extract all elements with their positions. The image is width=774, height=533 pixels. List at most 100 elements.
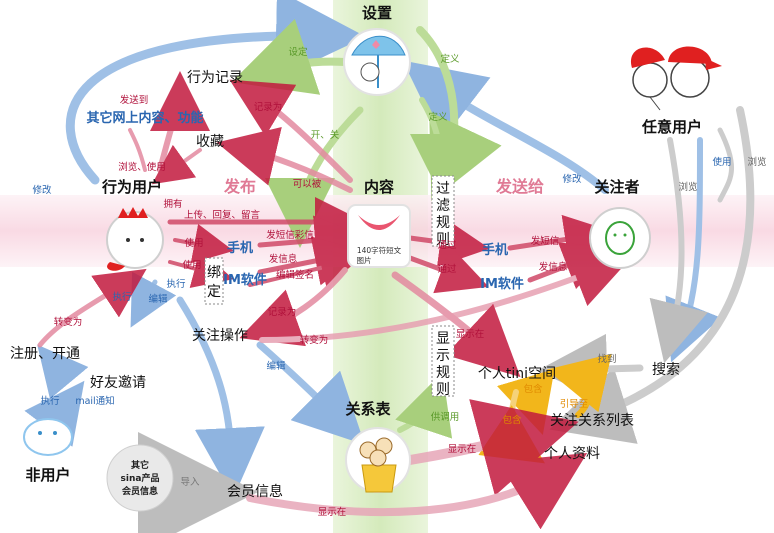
edge-on-off: 开、关	[311, 129, 340, 141]
profile-label: 个人资料	[544, 446, 600, 462]
svg-text:则: 则	[436, 382, 450, 398]
content-bubble	[347, 204, 411, 268]
edge-own: 拥有	[163, 198, 182, 210]
follower-label: 关注者	[594, 178, 639, 196]
publish-label: 发布	[223, 177, 256, 196]
follower-character-icon	[589, 207, 651, 269]
content-bubble-text: 140字符短文	[357, 245, 402, 255]
svg-text:则: 则	[436, 232, 450, 248]
display-rules-label: 显 示 规 则	[436, 331, 450, 398]
behavior-record-label: 行为记录	[187, 70, 243, 86]
settings-character-icon	[343, 28, 411, 96]
edge-can-be: 可以被	[293, 178, 322, 190]
edge-upload: 上传、回复、留言	[184, 209, 261, 221]
content-bubble-image: 图片	[357, 255, 372, 265]
edge-convert-mid: 转变为	[300, 334, 329, 346]
non-user-character-icon	[23, 418, 73, 456]
bind-box	[204, 257, 224, 305]
edge-define-mid: 定义	[428, 111, 448, 123]
svg-text:规: 规	[436, 215, 450, 231]
edge-use-right: 使用	[712, 156, 731, 168]
svg-text:规: 规	[436, 365, 450, 381]
edge-send-sms-mms: 发短信彩信	[266, 229, 314, 241]
favorite-label: 收藏	[196, 134, 224, 150]
any-user-character-icon	[630, 46, 722, 111]
relation-table-label: 关系表	[345, 400, 391, 418]
edge-show-in-top: 显示在	[456, 328, 485, 340]
behavior-user-label: 行为用户	[101, 178, 162, 196]
edge-execute-left: 执行	[112, 291, 132, 303]
im-left-label: IM软件	[223, 272, 267, 288]
other-sina-line2: sina产品	[121, 472, 160, 484]
edge-import: 导入	[180, 477, 200, 488]
behavior-user-character-icon	[106, 207, 164, 271]
relation-table-icon	[345, 427, 411, 493]
edge-show-in-mid: 显示在	[448, 443, 477, 455]
edge-edit-sign: 编辑签名	[276, 269, 314, 281]
edge-mail-notify: mail通知	[75, 395, 114, 407]
search-label: 搜索	[652, 361, 680, 378]
edge-define-top: 定义	[440, 53, 460, 65]
svg-text:绑: 绑	[207, 265, 221, 281]
edge-record-as2: 记录为	[268, 306, 297, 318]
bind-label: 绑 定	[207, 265, 221, 300]
edge-send-msg-right: 发信息	[539, 261, 568, 273]
filter-rules-box	[431, 175, 455, 247]
edge-show-in-bottom: 显示在	[318, 506, 347, 518]
non-user-label: 非用户	[25, 466, 70, 484]
svg-text:过: 过	[436, 181, 450, 197]
arrows-red	[37, 71, 633, 530]
other-sina-line1: 其它	[131, 459, 149, 471]
edge-browse-right1: 浏览	[678, 181, 697, 193]
send-to-label: 发送给	[495, 177, 544, 196]
edge-modify-right: 修改	[562, 173, 582, 185]
tini-space-label: 个人tini空间	[478, 366, 556, 382]
im-right-label: IM软件	[480, 276, 524, 292]
edge-execute-bottom: 执行	[40, 395, 60, 407]
edge-execute-top: 执行	[166, 278, 186, 290]
edge-pass1: 通过	[437, 239, 457, 251]
settings-label: 设置	[362, 4, 392, 22]
other-sina-circle	[106, 444, 174, 512]
edge-browse-right2: 浏览	[747, 156, 766, 168]
invite-label: 好友邀请	[90, 375, 146, 391]
follow-list-label: 关注关系列表	[550, 413, 634, 429]
edge-set: 设定	[288, 46, 308, 58]
edge-for-call: 供调用	[431, 411, 460, 423]
arrows-gray	[138, 106, 755, 533]
edge-browse-use: 浏览、使用	[118, 161, 166, 173]
edge-use1: 使用	[184, 237, 203, 249]
member-info-label: 会员信息	[227, 483, 283, 500]
any-user-label: 任意用户	[641, 118, 702, 136]
edge-include2: 包含	[502, 414, 522, 426]
other-sina-line3: 会员信息	[122, 485, 158, 497]
svg-text:显: 显	[436, 331, 450, 347]
edge-send-to-small: 发送到	[120, 94, 149, 106]
svg-text:示: 示	[436, 348, 450, 364]
phone-right-label: 手机	[482, 242, 508, 258]
edge-pass2: 通过	[437, 263, 457, 275]
register-label: 注册、开通	[10, 346, 80, 362]
svg-text:定: 定	[207, 284, 221, 300]
edge-edit-mid: 编辑	[266, 360, 286, 372]
edge-guide-to: 引导至	[560, 399, 589, 410]
phone-left-label: 手机	[227, 240, 253, 256]
display-rules-box	[431, 325, 455, 397]
edge-include1: 包含	[523, 383, 543, 395]
follow-action-label: 关注操作	[192, 328, 248, 344]
edge-record-as: 记录为	[254, 101, 283, 113]
edge-convert-left: 转变为	[54, 316, 83, 328]
edge-modify-left: 修改	[32, 184, 52, 196]
edge-use2: 使用	[182, 259, 201, 271]
edge-send-sms-right: 发短信	[531, 235, 560, 247]
edge-send-msg-left: 发信息	[269, 253, 298, 265]
content-label: 内容	[364, 178, 394, 196]
arrows-green	[231, 18, 502, 439]
filter-rules-label: 过 滤 规 则	[436, 181, 450, 248]
edge-edit-left: 编辑	[148, 293, 168, 305]
send-to-other-label: 其它网上内容、功能	[86, 110, 203, 126]
edge-find: 找到	[597, 353, 616, 365]
svg-text:滤: 滤	[436, 198, 450, 214]
